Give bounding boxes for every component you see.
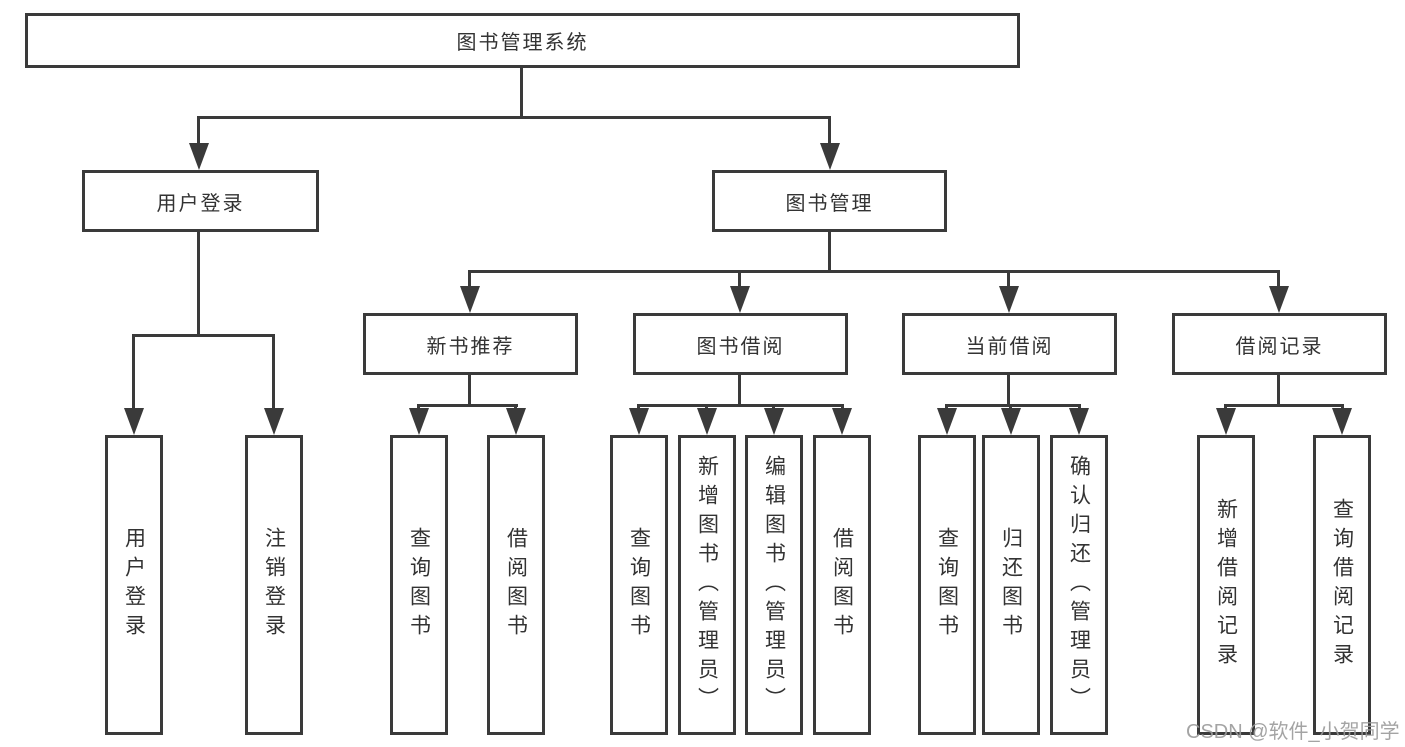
leaf-nbr-borrow-books-label: 借阅图书 [504,527,528,643]
connector-book-management-drop [828,116,831,147]
leaf-bb-borrow-books-label: 借阅图书 [830,527,854,643]
arrowhead-ul-login [124,408,144,435]
connector-cb-stem [1007,375,1010,407]
connector-new-book-recommend-drop [468,270,471,290]
leaf-bb-edit-books-admin: 编辑图书（管理员） [745,435,803,735]
watermark: CSDN @软件_小贺同学 [1186,721,1400,743]
leaf-bb-edit-books-admin-label: 编辑图书（管理员） [762,454,786,716]
arrowhead-cb-confirm [1069,408,1089,435]
connector-user-login-drop [197,116,200,147]
leaf-logout-label: 注销登录 [262,527,286,643]
connector-root-stem [520,68,523,118]
leaf-bb-query-books: 查询图书 [610,435,668,735]
arrowhead-ul-logout [264,408,284,435]
leaf-br-add-record: 新增借阅记录 [1197,435,1255,735]
leaf-cb-confirm-return-admin: 确认归还（管理员） [1050,435,1108,735]
node-book-management-label: 图书管理 [785,192,874,215]
node-user-login: 用户登录 [82,170,319,232]
leaf-logout: 注销登录 [245,435,303,735]
connector-current-borrowing-drop [1007,270,1010,290]
connector-ul-login-drop [132,334,135,412]
connector-nbr-rail [418,404,518,407]
leaf-br-query-record-label: 查询借阅记录 [1330,498,1354,672]
node-root-label: 图书管理系统 [456,32,589,54]
connector-level1-rail [197,116,831,119]
leaf-cb-return-books-label: 归还图书 [999,527,1023,643]
connector-ul-logout-drop [272,334,275,412]
connector-user-login-stem [197,232,200,336]
arrowhead-book-borrowing [730,286,750,313]
node-new-book-recommend: 新书推荐 [363,313,578,375]
arrowhead-nbr-query [409,408,429,435]
leaf-nbr-borrow-books: 借阅图书 [487,435,545,735]
connector-nbr-stem [468,375,471,407]
arrowhead-user-login [189,143,209,170]
leaf-cb-query-books-label: 查询图书 [935,527,959,643]
node-user-login-label: 用户登录 [156,192,245,215]
leaf-br-query-record: 查询借阅记录 [1313,435,1371,735]
arrowhead-bb-borrow [832,408,852,435]
arrowhead-book-management [820,143,840,170]
node-borrow-records-label: 借阅记录 [1235,335,1324,358]
node-root: 图书管理系统 [25,13,1020,68]
arrowhead-cb-return [1001,408,1021,435]
arrowhead-nbr-borrow [506,408,526,435]
leaf-cb-confirm-return-admin-label: 确认归还（管理员） [1067,454,1091,716]
node-current-borrowing-label: 当前借阅 [965,335,1054,358]
node-book-borrowing: 图书借阅 [633,313,848,375]
node-new-book-recommend-label: 新书推荐 [426,335,515,358]
node-book-borrowing-label: 图书借阅 [696,335,785,358]
connector-borrow-records-drop [1277,270,1280,290]
leaf-bb-borrow-books: 借阅图书 [813,435,871,735]
leaf-bb-add-books-admin: 新增图书（管理员） [678,435,736,735]
arrowhead-bb-edit [764,408,784,435]
node-borrow-records: 借阅记录 [1172,313,1387,375]
connector-br-stem [1277,375,1280,407]
leaf-bb-add-books-admin-label: 新增图书（管理员） [695,454,719,716]
connector-bb-rail [637,404,844,407]
arrowhead-br-add [1216,408,1236,435]
leaf-user-login-label: 用户登录 [122,527,146,643]
connector-book-borrowing-drop [738,270,741,290]
leaf-cb-return-books: 归还图书 [982,435,1040,735]
arrowhead-borrow-records [1269,286,1289,313]
connector-br-rail [1224,404,1344,407]
arrowhead-new-book-recommend [460,286,480,313]
arrowhead-bb-query [629,408,649,435]
leaf-br-add-record-label: 新增借阅记录 [1214,498,1238,672]
leaf-cb-query-books: 查询图书 [918,435,976,735]
connector-book-management-stem [828,232,831,272]
connector-user-login-rail [132,334,275,337]
connector-cb-rail [945,404,1081,407]
arrowhead-cb-query [937,408,957,435]
leaf-nbr-query-books-label: 查询图书 [407,527,431,643]
leaf-bb-query-books-label: 查询图书 [627,527,651,643]
leaf-user-login: 用户登录 [105,435,163,735]
connector-bb-stem [738,375,741,407]
node-book-management: 图书管理 [712,170,947,232]
node-current-borrowing: 当前借阅 [902,313,1117,375]
arrowhead-current-borrowing [999,286,1019,313]
arrowhead-br-query [1332,408,1352,435]
arrowhead-bb-add [697,408,717,435]
connector-level3-rail [468,270,1280,273]
leaf-nbr-query-books: 查询图书 [390,435,448,735]
